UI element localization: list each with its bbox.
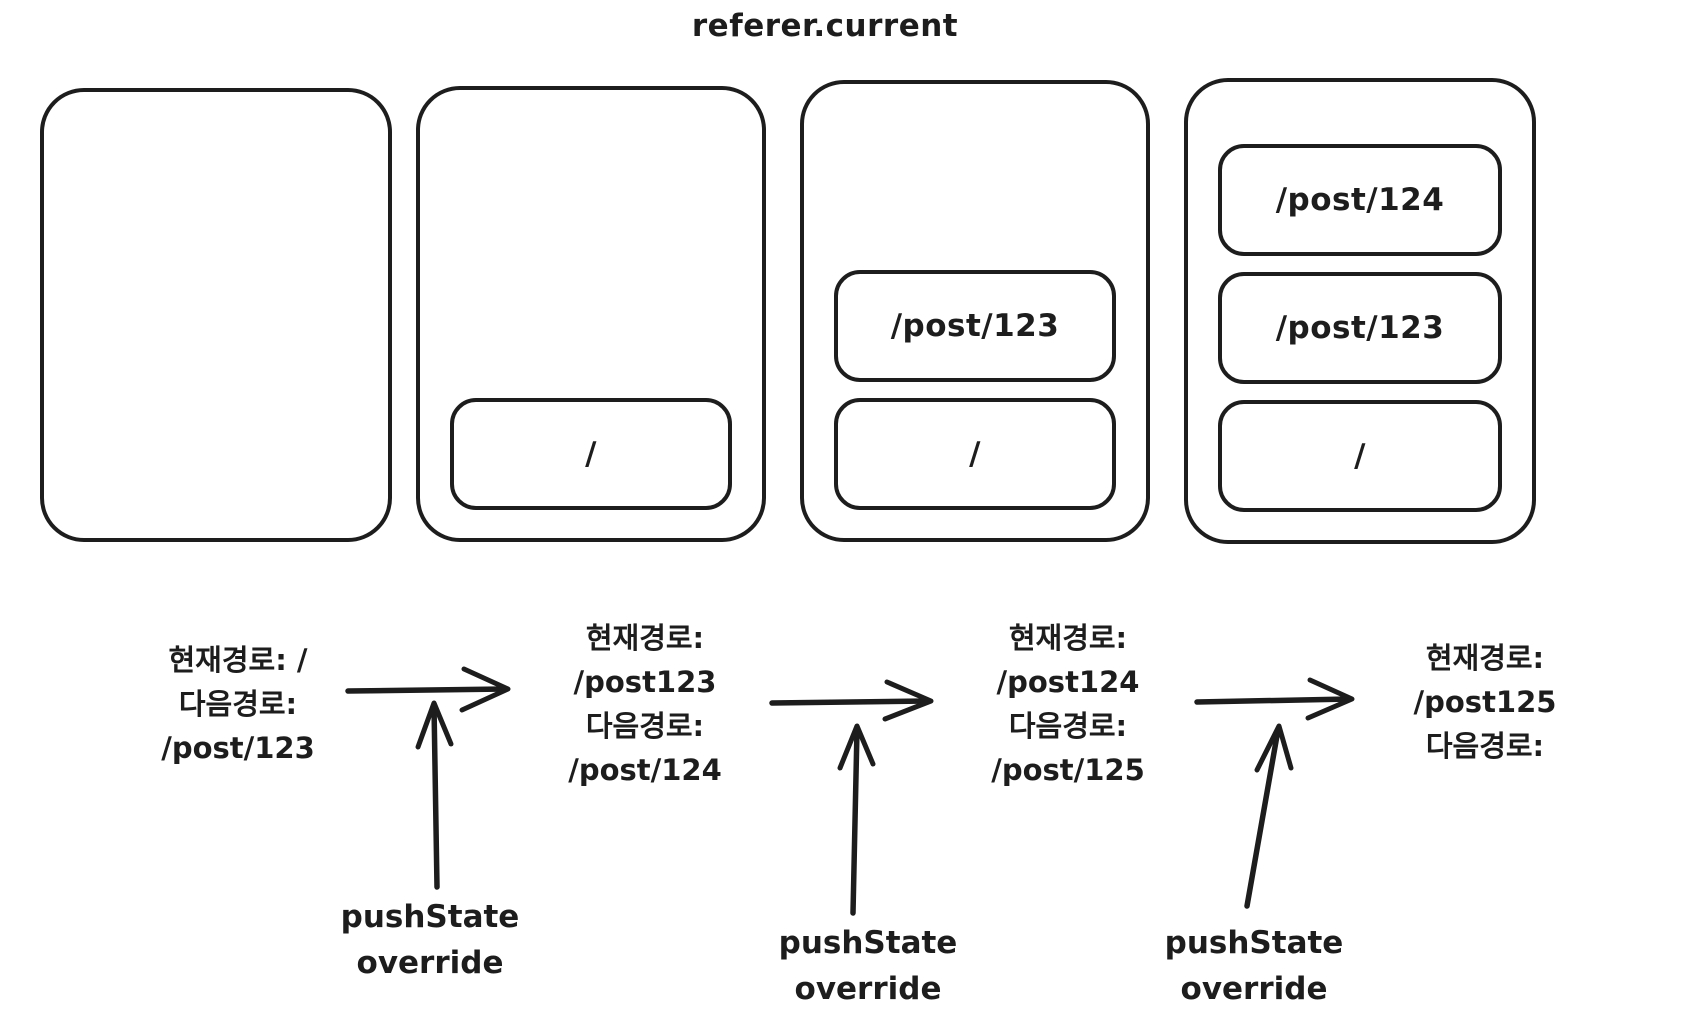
route-state-label-2: 현재경로: /post123 다음경로: /post/124 xyxy=(485,616,805,792)
push-arrow-2 xyxy=(837,723,876,916)
current-path-line: 현재경로: xyxy=(1425,641,1545,675)
push-state-line: pushState xyxy=(1164,925,1344,961)
stack-entry: / xyxy=(834,398,1116,510)
push-state-label-1: pushState override xyxy=(300,894,560,986)
route-state-label-3: 현재경로: /post124 다음경로: /post/125 xyxy=(908,616,1228,792)
history-stack-step-3: /post/123 / xyxy=(800,80,1150,542)
current-path-value: /post123 xyxy=(573,665,717,699)
next-path-line: 다음경로: xyxy=(178,687,298,721)
push-state-label-2: pushState override xyxy=(738,920,998,1012)
current-path-value: /post124 xyxy=(996,665,1140,699)
override-line: override xyxy=(356,945,504,981)
next-path-value: /post/123 xyxy=(161,731,315,765)
override-line: override xyxy=(794,971,942,1007)
route-state-label-4: 현재경로: /post125 다음경로: xyxy=(1325,636,1645,768)
current-path-value: /post125 xyxy=(1413,685,1557,719)
next-path-line: 다음경로: xyxy=(1425,729,1545,763)
current-path-line: 현재경로: / xyxy=(168,643,308,677)
diagram-title: referer.current xyxy=(691,8,959,44)
stack-entry: /post/123 xyxy=(1218,272,1502,384)
stack-entry: / xyxy=(450,398,732,510)
push-state-line: pushState xyxy=(778,925,958,961)
history-stack-step-4: /post/124 /post/123 / xyxy=(1184,78,1536,544)
stack-entry: /post/123 xyxy=(834,270,1116,382)
push-arrow-3 xyxy=(1244,723,1294,909)
next-path-line: 다음경로: xyxy=(1008,709,1128,743)
push-state-label-3: pushState override xyxy=(1124,920,1384,1012)
route-state-label-1: 현재경로: / 다음경로: /post/123 xyxy=(78,638,398,770)
next-path-value: /post/125 xyxy=(991,753,1145,787)
history-stack-step-1 xyxy=(40,88,392,542)
override-line: override xyxy=(1180,971,1328,1007)
current-path-line: 현재경로: xyxy=(585,621,705,655)
push-state-line: pushState xyxy=(340,899,520,935)
next-path-line: 다음경로: xyxy=(585,709,705,743)
stack-entry: /post/124 xyxy=(1218,144,1502,256)
stack-entry: / xyxy=(1218,400,1502,512)
current-path-line: 현재경로: xyxy=(1008,621,1128,655)
push-arrow-1 xyxy=(415,700,454,890)
next-path-value: /post/124 xyxy=(568,753,722,787)
history-stack-step-2: / xyxy=(416,86,766,542)
